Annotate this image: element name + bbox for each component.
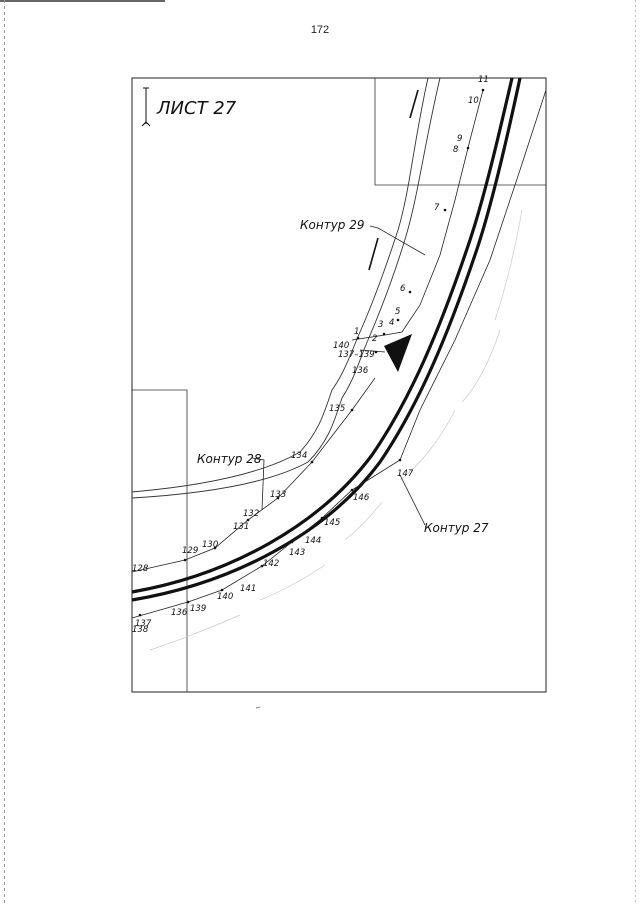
point-label-5: 5 bbox=[395, 307, 400, 317]
bank-hatch-marks bbox=[368, 89, 419, 271]
contour-28-boundary bbox=[131, 377, 376, 573]
river-bank bbox=[131, 77, 441, 499]
contour-27-label: Контур 27 bbox=[424, 521, 489, 535]
point-label-1: 1 bbox=[354, 327, 359, 337]
point-label-11: 11 bbox=[478, 75, 489, 85]
point-label-7: 7 bbox=[434, 203, 440, 213]
point-label-144: 144 bbox=[305, 536, 321, 546]
point-label-146: 146 bbox=[353, 493, 370, 503]
point-label-128: 128 bbox=[132, 564, 149, 574]
point-label-141: 141 bbox=[240, 584, 256, 594]
north-arrow bbox=[141, 87, 151, 127]
point-label-136: 136 bbox=[352, 366, 369, 376]
point-label-138-lower: 138 bbox=[132, 625, 149, 635]
map-frame bbox=[131, 77, 547, 693]
contour-29-boundary bbox=[351, 89, 484, 353]
point-label-129: 129 bbox=[182, 546, 198, 556]
sheet-title: ЛИСТ 27 bbox=[156, 98, 237, 119]
page-number: 172 bbox=[310, 24, 330, 36]
scan-speck bbox=[255, 706, 261, 709]
faint-terrain-hatch bbox=[149, 209, 523, 651]
scan-edge-mark bbox=[0, 0, 165, 2]
building-structure bbox=[384, 334, 412, 372]
point-label-139-lower: 139 bbox=[190, 604, 206, 614]
point-label-140: 140 bbox=[333, 341, 349, 351]
scan-left-edge bbox=[4, 0, 5, 905]
point-label-145: 145 bbox=[324, 518, 340, 528]
point-label-142: 142 bbox=[263, 559, 279, 569]
point-label-147: 147 bbox=[397, 469, 414, 479]
leader-lines bbox=[251, 225, 426, 526]
sheet-boundary-top-right bbox=[374, 78, 546, 186]
point-label-8: 8 bbox=[453, 145, 459, 155]
point-label-130: 130 bbox=[202, 540, 218, 550]
contour-28-label: Контур 28 bbox=[197, 452, 262, 466]
point-label-143: 143 bbox=[289, 548, 305, 558]
point-label-137-139: 137–139 bbox=[338, 350, 375, 360]
contour-29-label: Контур 29 bbox=[300, 218, 365, 232]
point-label-2: 2 bbox=[372, 334, 377, 344]
point-label-131: 131 bbox=[233, 522, 249, 532]
point-label-9: 9 bbox=[457, 134, 462, 144]
sheet-boundary-left bbox=[132, 389, 188, 692]
point-label-132: 132 bbox=[243, 509, 259, 519]
point-label-137-lower: 137 bbox=[135, 619, 152, 629]
point-label-3: 3 bbox=[378, 320, 383, 330]
road bbox=[131, 77, 522, 602]
point-markers bbox=[138, 88, 485, 617]
point-label-133: 133 bbox=[270, 490, 286, 500]
point-label-4: 4 bbox=[389, 318, 394, 328]
point-label-6: 6 bbox=[400, 284, 406, 294]
point-label-135: 135 bbox=[329, 404, 345, 414]
point-label-140-lower: 140 bbox=[217, 592, 233, 602]
point-label-10: 10 bbox=[468, 96, 479, 106]
point-label-136-lower: 136 bbox=[171, 608, 188, 618]
point-label-134: 134 bbox=[291, 451, 307, 461]
scan-right-edge bbox=[635, 0, 636, 905]
